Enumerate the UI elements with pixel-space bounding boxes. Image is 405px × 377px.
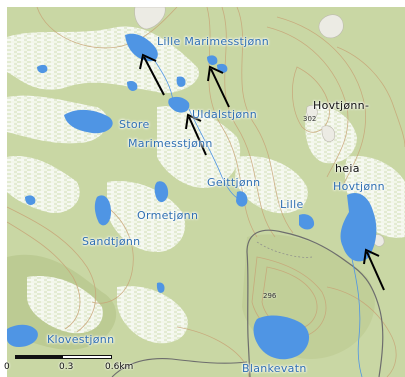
streams	[154, 60, 363, 377]
lake-geittjonn	[236, 191, 248, 207]
elevation-302: 302	[303, 115, 317, 123]
label-hovtjonn: Hovtjønn	[333, 180, 385, 193]
lake-ormetjonn-west	[94, 195, 111, 226]
label-hovtjonn-heia-1: Hovtjønn-	[313, 99, 370, 112]
lakes	[7, 33, 377, 360]
arrow-3	[185, 113, 207, 156]
lake-klovestjonn	[7, 324, 38, 347]
rock-outcrops	[134, 7, 385, 247]
label-uldalstjonn: Uldalstjønn	[192, 108, 257, 121]
arrow-2	[207, 65, 230, 108]
scale-label-0-3: 0.3	[59, 362, 74, 372]
contour-lines	[7, 7, 405, 377]
scale-label-0: 0	[4, 362, 10, 372]
map-view[interactable]: Lille Marimesstjønn Store Marimesstjønn …	[7, 7, 405, 377]
label-sandtjonn: Sandtjønn	[82, 235, 141, 248]
lake-blankevatn	[253, 315, 310, 360]
label-ormetjonn: Ormetjønn	[137, 209, 199, 222]
topographic-map	[7, 7, 405, 377]
lake-lille-marimesstjonn	[125, 33, 158, 62]
label-klovestjonn: Klovestjønn	[47, 333, 115, 346]
lake-hovtjonn	[340, 192, 377, 262]
annotation-arrows	[139, 53, 385, 291]
arrow-1	[139, 53, 165, 96]
scale-label-0-6km: 0.6km	[105, 362, 134, 372]
roads	[111, 229, 384, 377]
scale-bar: 0 0.3 0.6km	[4, 353, 147, 377]
label-blankevatn: Blankevatn	[242, 362, 307, 375]
label-marimesstjonn: Marimesstjønn	[128, 137, 213, 150]
label-geittjonn: Geittjønn	[207, 176, 261, 189]
scale-segment-1	[15, 355, 63, 359]
elevation-296: 296	[263, 292, 277, 300]
lake-store	[64, 109, 113, 134]
lake-uldalstjonn	[168, 96, 190, 113]
label-store: Store	[119, 118, 150, 131]
scale-segment-2	[62, 355, 112, 359]
lake-ormetjonn	[154, 181, 169, 203]
label-lille: Lille	[280, 198, 304, 211]
arrow-4	[363, 248, 385, 291]
label-hovtjonn-heia-2: heia	[335, 162, 360, 175]
label-lille-marimesstjonn: Lille Marimesstjønn	[157, 35, 270, 48]
lake-lille-hovtjonn	[299, 214, 315, 230]
